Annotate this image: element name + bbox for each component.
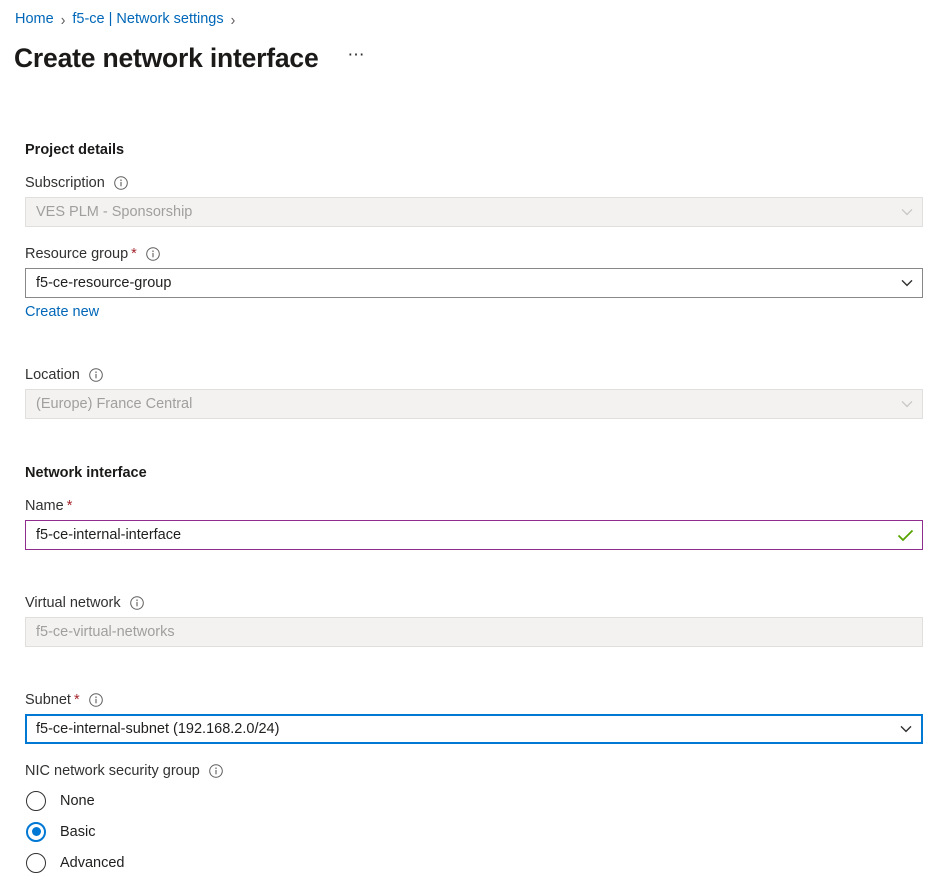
- spacer: [25, 665, 923, 691]
- chevron-down-icon[interactable]: [892, 269, 922, 297]
- resource-group-value: f5-ce-resource-group: [36, 275, 172, 291]
- nsg-radio-group: None Basic Advanced: [25, 785, 923, 878]
- radio-icon-selected[interactable]: [26, 821, 46, 842]
- subnet-value: f5-ce-internal-subnet (192.168.2.0/24): [36, 721, 280, 737]
- radio-label-none: None: [60, 792, 95, 809]
- radio-label-basic: Basic: [60, 823, 96, 840]
- info-icon[interactable]: [129, 596, 144, 610]
- label-row-location: Location: [25, 366, 923, 384]
- page-title: Create network interface: [14, 43, 319, 73]
- radio-label-advanced: Advanced: [60, 854, 125, 871]
- breadcrumb: Home › f5-ce | Network settings ›: [15, 8, 242, 30]
- location-value: (Europe) France Central: [36, 396, 193, 412]
- spacer: [25, 437, 923, 463]
- field-virtual-network: Virtual network f5-ce-virtual-networks: [25, 594, 923, 647]
- name-value: f5-ce-internal-interface: [36, 527, 182, 543]
- required-asterisk: *: [66, 498, 73, 514]
- spacer: [25, 340, 923, 366]
- location-dropdown: (Europe) France Central: [25, 389, 923, 419]
- label-name: Name: [25, 498, 64, 514]
- label-location: Location: [25, 367, 80, 383]
- field-location: Location (Europe) France Central: [25, 366, 923, 419]
- label-nic-network-security-group: NIC network security group: [25, 763, 200, 779]
- create-network-interface-form: Project details Subscription VES PLM - S…: [25, 140, 923, 896]
- label-row-virtual-network: Virtual network: [25, 594, 923, 612]
- label-subscription: Subscription: [25, 175, 105, 191]
- label-virtual-network: Virtual network: [25, 595, 121, 611]
- label-subnet: Subnet: [25, 692, 71, 708]
- virtual-network-input: f5-ce-virtual-networks: [25, 617, 923, 647]
- breadcrumb-item-network-settings[interactable]: f5-ce | Network settings: [72, 11, 224, 27]
- info-icon[interactable]: [89, 368, 103, 382]
- chevron-down-icon[interactable]: [891, 715, 921, 743]
- field-name: Name * f5-ce-internal-interface: [25, 497, 923, 550]
- info-icon[interactable]: [88, 693, 103, 707]
- radio-icon[interactable]: [26, 790, 46, 811]
- info-icon[interactable]: [209, 764, 223, 778]
- label-row-subnet: Subnet *: [25, 691, 923, 709]
- subnet-dropdown[interactable]: f5-ce-internal-subnet (192.168.2.0/24): [25, 714, 923, 744]
- subscription-value: VES PLM - Sponsorship: [36, 204, 193, 220]
- name-input[interactable]: f5-ce-internal-interface: [25, 520, 923, 550]
- radio-icon[interactable]: [26, 852, 46, 873]
- field-subscription: Subscription VES PLM - Sponsorship: [25, 174, 923, 227]
- section-heading-network-interface: Network interface: [25, 465, 147, 481]
- more-options-icon[interactable]: ⋯: [347, 45, 366, 64]
- required-asterisk: *: [131, 246, 137, 262]
- page-header: Create network interface ⋯: [14, 40, 370, 76]
- breadcrumb-separator-icon: ›: [230, 9, 236, 29]
- subscription-dropdown: VES PLM - Sponsorship: [25, 197, 923, 227]
- resource-group-dropdown[interactable]: f5-ce-resource-group: [25, 268, 923, 298]
- chevron-down-icon: [892, 198, 922, 226]
- chevron-down-icon: [892, 390, 922, 418]
- breadcrumb-separator-icon: ›: [60, 9, 66, 29]
- info-icon[interactable]: [146, 247, 160, 261]
- checkmark-icon: [888, 521, 922, 549]
- virtual-network-value: f5-ce-virtual-networks: [36, 624, 175, 640]
- label-row-resource-group: Resource group *: [25, 245, 923, 263]
- field-subnet: Subnet * f5-ce-internal-subnet (192.168.…: [25, 691, 923, 744]
- create-new-resource-group-link[interactable]: Create new: [25, 304, 100, 320]
- required-asterisk: *: [73, 692, 80, 708]
- label-row-nsg: NIC network security group: [25, 762, 923, 780]
- radio-option-none[interactable]: None: [25, 785, 923, 816]
- label-resource-group: Resource group: [25, 246, 129, 262]
- label-row-name: Name *: [25, 497, 923, 515]
- info-icon[interactable]: [113, 176, 128, 190]
- radio-option-basic[interactable]: Basic: [25, 816, 923, 847]
- spacer: [25, 568, 923, 594]
- field-resource-group: Resource group * f5-ce-resource-group Cr…: [25, 245, 923, 322]
- field-nic-network-security-group: NIC network security group None Basic Ad…: [25, 762, 923, 878]
- radio-option-advanced[interactable]: Advanced: [25, 847, 923, 878]
- section-heading-project-details: Project details: [25, 142, 125, 158]
- breadcrumb-item-home[interactable]: Home: [15, 11, 54, 27]
- label-row-subscription: Subscription: [25, 174, 923, 192]
